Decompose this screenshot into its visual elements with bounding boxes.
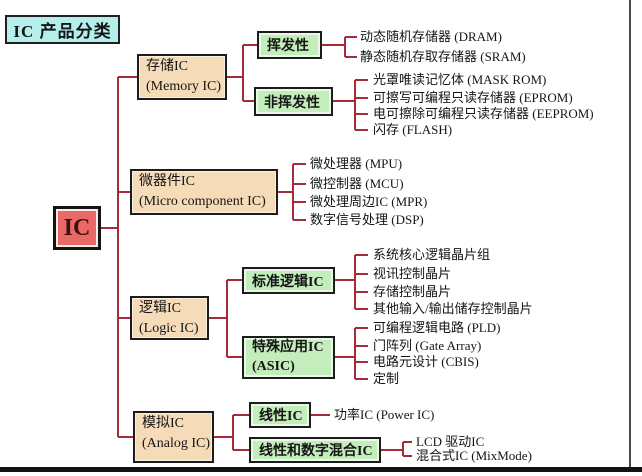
leaf-mask-rom: 光罩唯读记忆体 (MASK ROM) [373, 72, 547, 87]
node-label: 模拟IC [142, 416, 184, 431]
leaf-eeprom: 电可擦除可编程只读存储器 (EEPROM) [373, 106, 594, 121]
leaf-lcd-driver: LCD 驱动IC [416, 434, 485, 449]
node-linear-digital-mixed-ic: 线性和数字混合IC [249, 437, 381, 463]
node-linear-ic: 线性IC [249, 402, 311, 428]
leaf-custom: 定制 [373, 371, 400, 386]
leaf-pld: 可编程逻辑电路 (PLD) [373, 320, 501, 335]
leaf-mpu: 微处理器 (MPU) [310, 156, 403, 171]
leaf-flash: 闪存 (FLASH) [373, 122, 453, 137]
node-sublabel: (Micro component IC) [139, 193, 266, 209]
node-sublabel: (Memory IC) [146, 78, 222, 94]
leaf-mcu: 微控制器 (MCU) [310, 176, 404, 191]
leaf-mixmode: 混合式IC (MixMode) [416, 448, 532, 463]
leaf-sram: 静态随机存取存储器 (SRAM) [360, 49, 526, 64]
leaf-power-ic: 功率IC (Power IC) [334, 407, 435, 422]
node-micro-component-ic: 微器件IC (Micro component IC) [130, 169, 278, 215]
node-label: 逻辑IC [139, 301, 181, 316]
leaf-eprom: 可擦写可编程只读存储器 (EPROM) [373, 90, 573, 105]
node-nonvolatile: 非挥发性 [254, 87, 333, 116]
frame-right-edge [629, 0, 631, 470]
node-sublabel: (Logic IC) [139, 320, 199, 336]
leaf-dram: 动态随机存储器 (DRAM) [360, 29, 502, 44]
leaf-dsp: 数字信号处理 (DSP) [310, 212, 424, 227]
node-memory-ic: 存储IC (Memory IC) [137, 54, 227, 100]
node-standard-logic-ic: 标准逻辑IC [242, 267, 335, 294]
node-root-ic: IC [53, 206, 101, 250]
node-label: 存储IC [146, 59, 188, 74]
node-sublabel: (ASIC) [252, 358, 295, 374]
leaf-storage-control: 存储控制晶片 [373, 284, 452, 299]
node-label: 微器件IC [139, 174, 195, 189]
node-sublabel: (Analog IC) [142, 435, 211, 451]
diagram-title: IC 产品分类 [5, 15, 120, 44]
node-volatile: 挥发性 [257, 31, 322, 59]
leaf-gate-array: 门阵列 (Gate Array) [373, 338, 482, 353]
node-analog-ic: 模拟IC (Analog IC) [133, 411, 214, 463]
leaf-video-control: 视讯控制晶片 [373, 266, 452, 281]
node-logic-ic: 逻辑IC (Logic IC) [130, 296, 209, 340]
node-label: 特殊应用IC [252, 340, 324, 355]
node-asic: 特殊应用IC (ASIC) [242, 336, 335, 379]
leaf-mpr: 微处理周边IC (MPR) [310, 194, 428, 209]
frame-bottom-edge [0, 467, 642, 472]
leaf-cbis: 电路元设计 (CBIS) [373, 354, 479, 369]
leaf-chipset: 系统核心逻辑晶片组 [373, 247, 491, 262]
leaf-io-control: 其他输入/输出储存控制晶片 [373, 301, 533, 316]
